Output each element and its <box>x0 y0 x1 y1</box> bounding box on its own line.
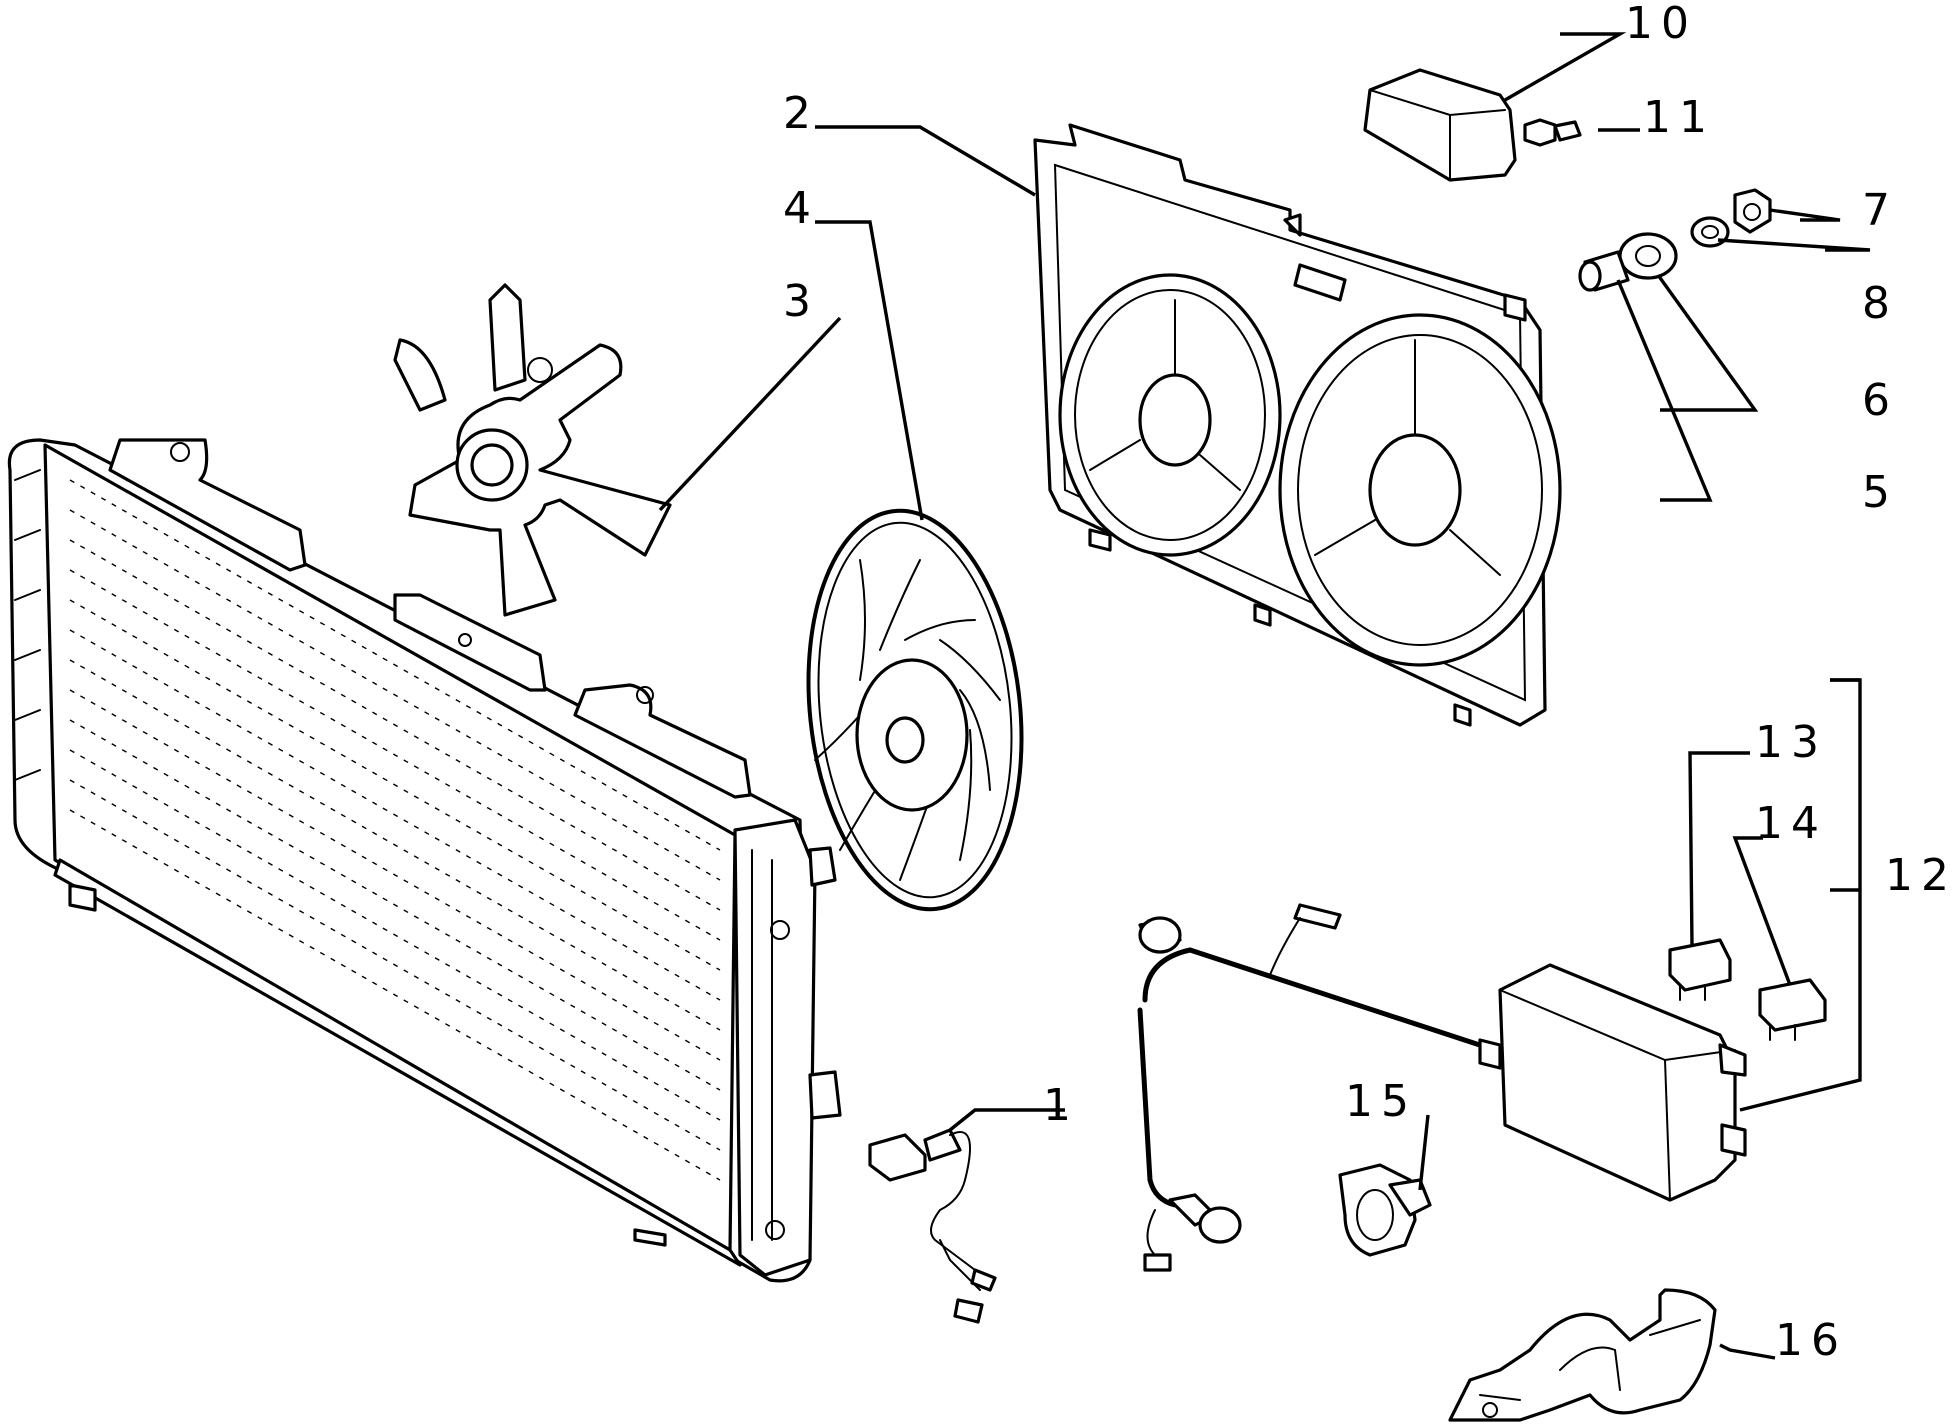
callout-6: 6 <box>1862 375 1898 426</box>
callout-7: 7 <box>1862 185 1898 236</box>
grommet <box>1618 232 1678 280</box>
callout-15: 15 <box>1345 1076 1417 1127</box>
cable-clip <box>1338 1163 1432 1257</box>
mounting-bracket <box>1448 1288 1717 1422</box>
callout-16: 16 <box>1775 1315 1847 1366</box>
leader-lines <box>658 32 1871 1360</box>
temperature-switch <box>868 1128 997 1324</box>
fan-control-unit <box>1498 963 1747 1202</box>
callout-labels: 1 2 3 4 5 6 7 8 10 11 12 13 14 15 16 <box>783 0 1952 1366</box>
wiring-harness <box>1137 903 1502 1272</box>
fan-shroud <box>1033 123 1562 727</box>
callout-12: 12 <box>1885 850 1952 901</box>
callout-8: 8 <box>1862 278 1898 329</box>
callout-10: 10 <box>1625 0 1697 49</box>
radiator <box>7 438 842 1283</box>
callout-1: 1 <box>1043 1080 1079 1131</box>
callout-14: 14 <box>1755 798 1827 849</box>
small-fan-blade <box>393 283 672 617</box>
callout-2: 2 <box>783 88 819 139</box>
radiator-fin-hatching <box>69 479 721 1181</box>
relay-14 <box>1758 978 1827 1041</box>
callout-4: 4 <box>783 183 819 234</box>
washer <box>1690 216 1730 248</box>
callout-11: 11 <box>1643 92 1715 143</box>
large-fan <box>806 508 1024 912</box>
callout-13: 13 <box>1755 717 1827 768</box>
resistor-block <box>1363 68 1517 182</box>
nut <box>1733 188 1772 234</box>
relay-13 <box>1668 938 1732 1001</box>
screw <box>1523 118 1582 147</box>
callout-5: 5 <box>1862 467 1898 518</box>
callout-3: 3 <box>783 276 819 327</box>
